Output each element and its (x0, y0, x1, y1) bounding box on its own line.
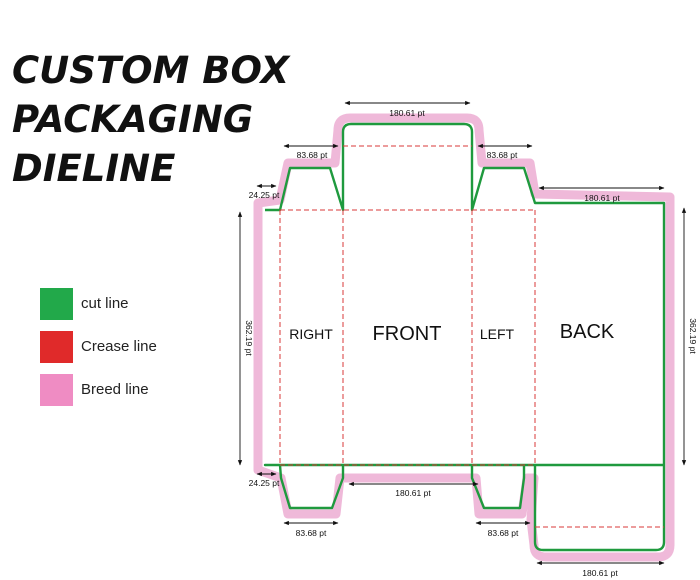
dim-label-glue-top: 24.25 pt (249, 190, 280, 200)
legend-label-cut: cut line (81, 295, 129, 312)
dim-label-height-right: 362.19 pt (688, 318, 698, 354)
bleed-outline (253, 113, 675, 562)
crease-line-swatch (40, 330, 73, 363)
page-title: CUSTOM BOX PACKAGING DIELINE (12, 46, 312, 193)
panel-label-right: RIGHT (289, 326, 333, 342)
dim-label-dust-right: 83.68 pt (487, 150, 518, 160)
title-line-2: PACKAGING (12, 98, 254, 141)
dim-label-dust-left: 83.68 pt (297, 150, 328, 160)
dim-label-bottom-dust-left: 83.68 pt (296, 528, 327, 538)
dim-label-top-flap: 180.61 pt (389, 108, 425, 118)
panel-label-back: BACK (560, 321, 615, 343)
legend-item-cut: cut line (40, 282, 157, 325)
legend-item-bleed: Breed line (40, 368, 157, 411)
legend-label-bleed: Breed line (81, 381, 149, 398)
panel-label-left: LEFT (480, 326, 515, 342)
panel-label-front: FRONT (373, 323, 442, 345)
dim-label-back-width: 180.61 pt (584, 193, 620, 203)
title-line-3: DIELINE (12, 147, 176, 190)
title-line-1: CUSTOM BOX (12, 49, 290, 92)
crease-lines (279, 145, 664, 528)
legend-label-crease: Crease line (81, 338, 157, 355)
legend: cut line Crease line Breed line (40, 282, 157, 411)
dim-label-bottom-dust-right: 83.68 pt (488, 528, 519, 538)
dim-label-height-left: 362.19 pt (244, 320, 254, 356)
bleed-line-swatch (40, 373, 73, 406)
dim-label-bottom-flap: 180.61 pt (582, 568, 618, 578)
cut-line-swatch (40, 287, 73, 320)
dim-label-bottom-middle: 180.61 pt (395, 488, 431, 498)
cut-outline (263, 122, 666, 552)
legend-item-crease: Crease line (40, 325, 157, 368)
dim-label-glue-bottom: 24.25 pt (249, 478, 280, 488)
